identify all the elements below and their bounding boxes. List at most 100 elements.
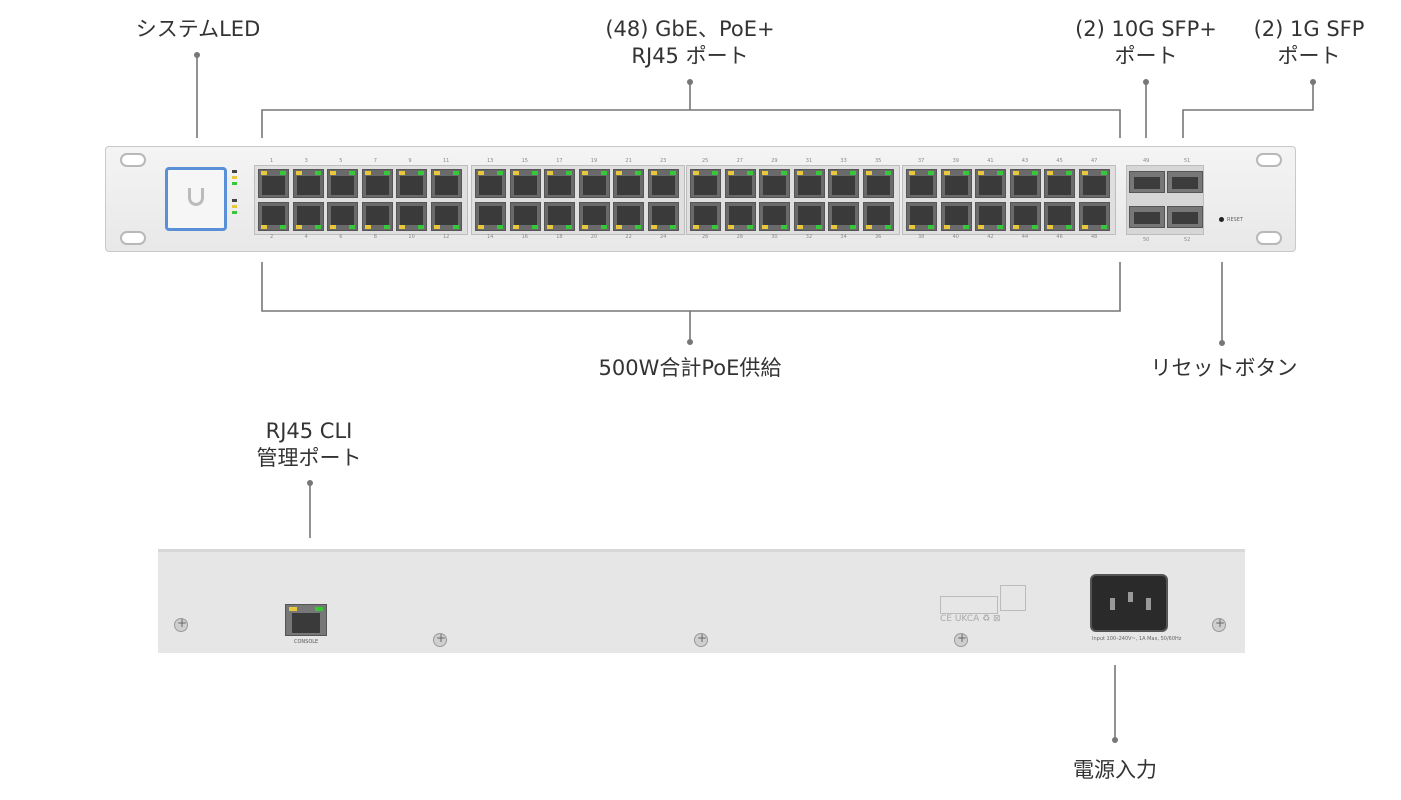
- port-number: 19: [590, 158, 598, 164]
- rj45-port-icon[interactable]: [544, 169, 576, 198]
- port-number: 34: [840, 234, 847, 240]
- rj45-port-icon[interactable]: [544, 202, 576, 231]
- rj45-port-icon[interactable]: [258, 169, 289, 198]
- rj45-port-icon[interactable]: [975, 202, 1007, 231]
- port-number: 1: [270, 158, 274, 164]
- rj45-port-icon[interactable]: [759, 169, 791, 198]
- port-number: 14: [487, 234, 494, 240]
- port-number: 40: [952, 234, 959, 240]
- rj45-port-icon[interactable]: [396, 169, 428, 198]
- rj45-port-icon[interactable]: [863, 202, 894, 231]
- rj45-port-icon[interactable]: [578, 169, 610, 198]
- rj45-port-icon[interactable]: [1079, 169, 1110, 198]
- port-number: 29: [771, 158, 778, 164]
- rj45-port-icon[interactable]: [759, 202, 791, 231]
- rj45-port-icon[interactable]: [292, 202, 324, 231]
- back-panel: CONSOLE CE UKCA ♻ ⊠ Input 100–240V~, 1A …: [158, 549, 1245, 653]
- rj45-port-icon[interactable]: [940, 202, 972, 231]
- rj45-port-icon[interactable]: [1009, 202, 1041, 231]
- rj45-port-icon[interactable]: [690, 202, 721, 231]
- console-rj45-port[interactable]: [285, 604, 327, 636]
- rj45-port-icon[interactable]: [1009, 169, 1041, 198]
- port-number: 45: [1056, 158, 1063, 164]
- rj45-port-icon[interactable]: [906, 202, 937, 231]
- sfp-port-number: 51: [1184, 158, 1191, 164]
- port-number: 38: [918, 234, 925, 240]
- port-number: 43: [1021, 158, 1029, 164]
- rj45-port-icon[interactable]: [509, 169, 541, 198]
- rj45-port-icon[interactable]: [1044, 202, 1076, 231]
- rj45-port-icon[interactable]: [1044, 169, 1076, 198]
- port-number: 26: [702, 234, 709, 240]
- system-led-indicators: [232, 167, 248, 231]
- rj45-port-icon[interactable]: [1079, 202, 1110, 231]
- sfp-cage-icon[interactable]: [1167, 171, 1203, 193]
- rack-ear-hole: [120, 153, 146, 167]
- rj45-port-icon[interactable]: [793, 169, 825, 198]
- rj45-port-icon[interactable]: [724, 169, 756, 198]
- port-number: 39: [952, 158, 959, 164]
- rj45-port-icon[interactable]: [431, 169, 462, 198]
- rj45-port-icon[interactable]: [258, 202, 289, 231]
- rj45-port-icon[interactable]: [292, 169, 324, 198]
- rj45-port-icon[interactable]: [613, 169, 645, 198]
- screw-icon: [1212, 616, 1226, 632]
- rj45-port-icon[interactable]: [327, 202, 359, 231]
- iec-power-inlet-icon[interactable]: [1090, 574, 1168, 632]
- rj45-port-icon[interactable]: [361, 169, 393, 198]
- port-number: 25: [702, 158, 709, 164]
- sfp-port-number: 50: [1143, 237, 1150, 243]
- rj45-port-icon[interactable]: [906, 169, 937, 198]
- rack-ear-hole: [1256, 153, 1282, 167]
- rj45-port-icon[interactable]: [863, 169, 894, 198]
- power-input-label: 電源入力: [1073, 758, 1157, 782]
- port-number: 33: [840, 158, 847, 164]
- port-number: 13: [487, 158, 494, 164]
- rj45-port-icon[interactable]: [431, 202, 462, 231]
- rj45-port-icon[interactable]: [690, 169, 721, 198]
- rj45-port-icon[interactable]: [648, 169, 679, 198]
- port-number: 23: [660, 158, 667, 164]
- port-number: 28: [736, 234, 743, 240]
- rj45-port-icon[interactable]: [361, 202, 393, 231]
- port-number: 47: [1091, 158, 1098, 164]
- screw-icon: [694, 631, 708, 647]
- port-number: 10: [408, 234, 415, 240]
- rj45-port-icon[interactable]: [793, 202, 825, 231]
- port-number: 24: [660, 234, 667, 240]
- port-number: 7: [373, 158, 377, 164]
- rj45-ports-label: (48) GbE、PoE+RJ45 ポート: [605, 17, 775, 68]
- rj45-port-icon[interactable]: [648, 202, 679, 231]
- rj45-port-icon[interactable]: [396, 202, 428, 231]
- port-number: 46: [1056, 234, 1063, 240]
- reset-text: RESET: [1227, 217, 1244, 223]
- port-number: 37: [918, 158, 925, 164]
- port-number: 11: [443, 158, 450, 164]
- port-number: 27: [736, 158, 743, 164]
- rj45-port-icon[interactable]: [975, 169, 1007, 198]
- sfp-cage-icon[interactable]: [1167, 206, 1203, 228]
- sfp-port-number: 49: [1143, 158, 1150, 164]
- rj45-port-icon[interactable]: [724, 202, 756, 231]
- rj45-port-icon[interactable]: [828, 169, 860, 198]
- port-number: 6: [339, 234, 343, 240]
- screw-icon: [174, 616, 188, 632]
- port-number: 2: [270, 234, 274, 240]
- sfp-cage-icon[interactable]: [1129, 206, 1165, 228]
- port-number: 42: [987, 234, 994, 240]
- rj45-port-icon[interactable]: [327, 169, 359, 198]
- console-text: CONSOLE: [294, 639, 319, 645]
- sfp-cage-icon[interactable]: [1129, 171, 1165, 193]
- sfp-plus-ports-label: (2) 10G SFP+ポート: [1075, 17, 1217, 68]
- port-number: 20: [590, 234, 598, 240]
- rj45-port-icon[interactable]: [509, 202, 541, 231]
- rj45-port-icon[interactable]: [940, 169, 972, 198]
- rack-ear-hole: [120, 231, 146, 245]
- rj45-port-icon[interactable]: [475, 169, 506, 198]
- rj45-port-icon[interactable]: [613, 202, 645, 231]
- rj45-port-icon[interactable]: [475, 202, 506, 231]
- rj45-port-icon[interactable]: [828, 202, 860, 231]
- rj45-port-icon[interactable]: [578, 202, 610, 231]
- reset-button[interactable]: [1219, 217, 1224, 222]
